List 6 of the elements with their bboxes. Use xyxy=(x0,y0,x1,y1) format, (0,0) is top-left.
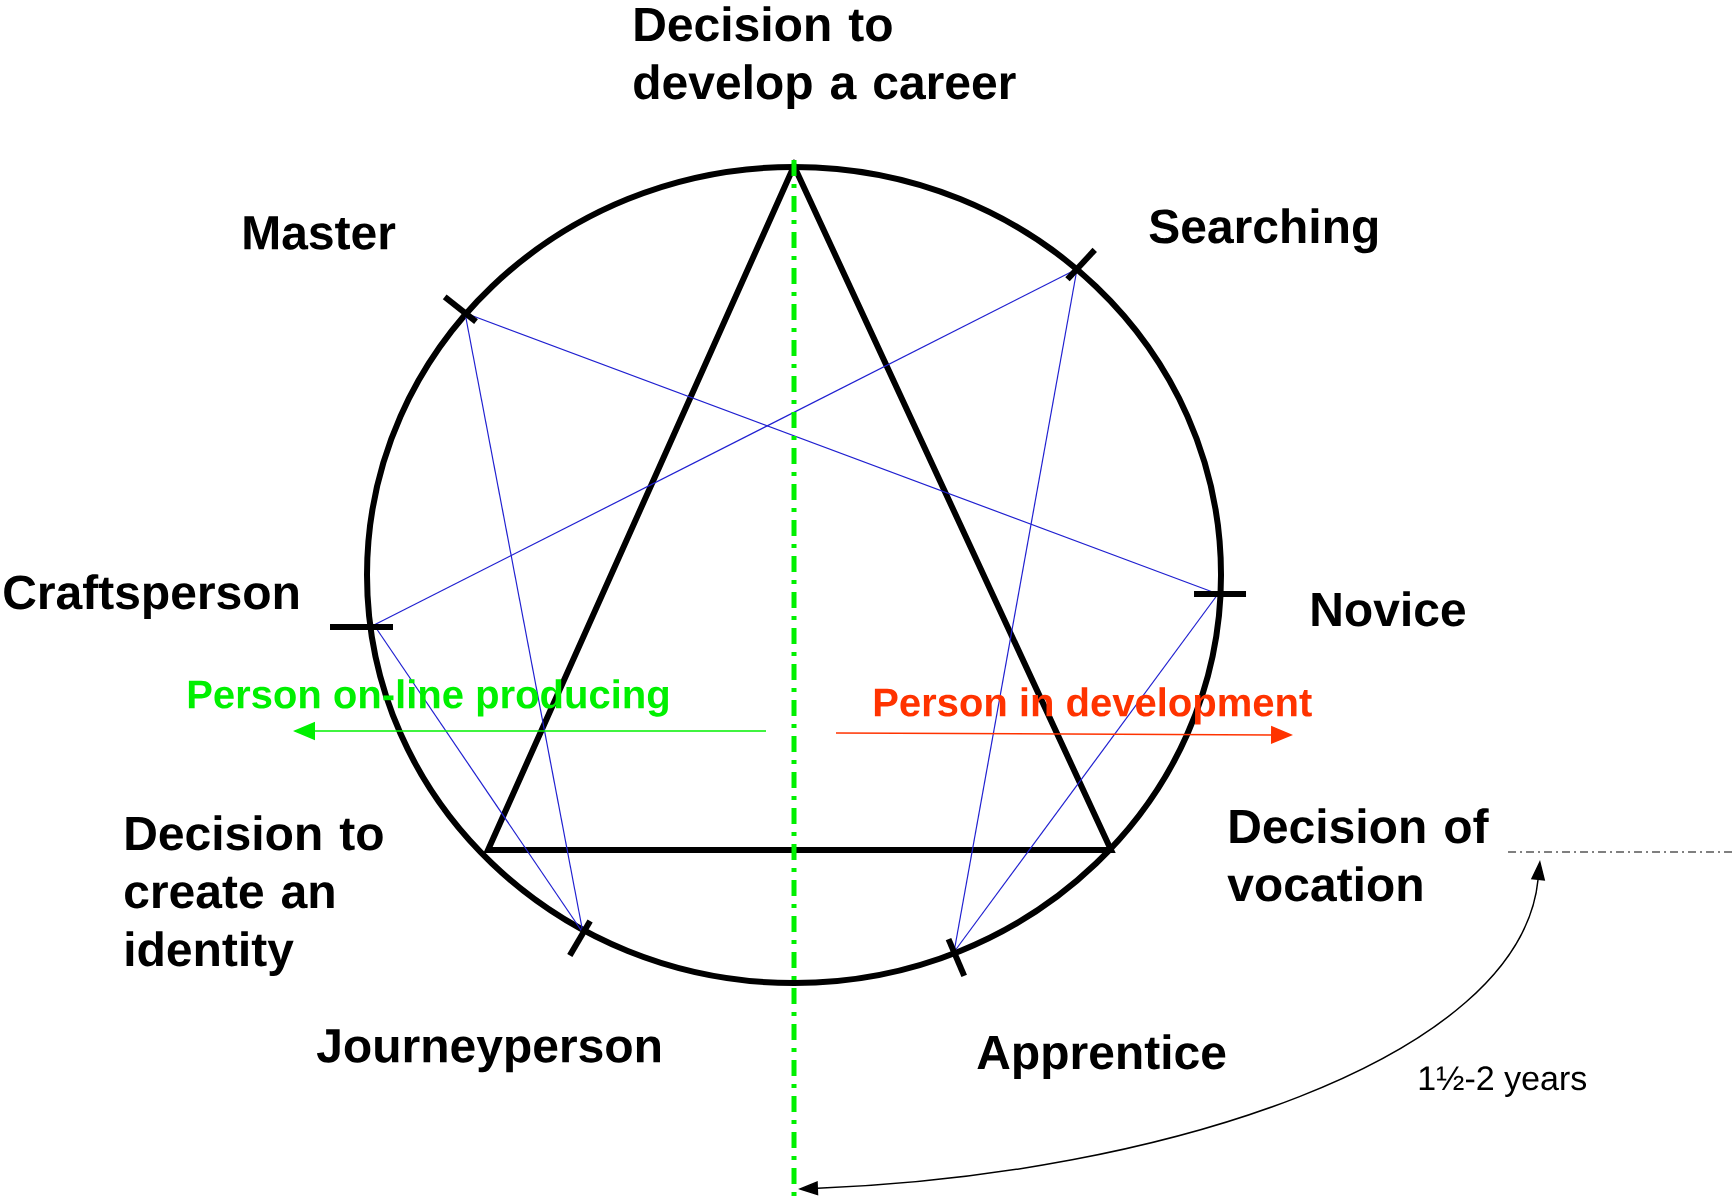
label-text: Decision to create an identity xyxy=(125,815,383,976)
label-text: 1½-2 years xyxy=(1419,1066,1587,1097)
label-text: Decision of vocation xyxy=(1227,808,1489,902)
label-text: Craftsperson xyxy=(4,574,298,619)
label-text: Novice xyxy=(1312,591,1465,627)
label-text: Decision to develop a career xyxy=(634,6,1016,109)
